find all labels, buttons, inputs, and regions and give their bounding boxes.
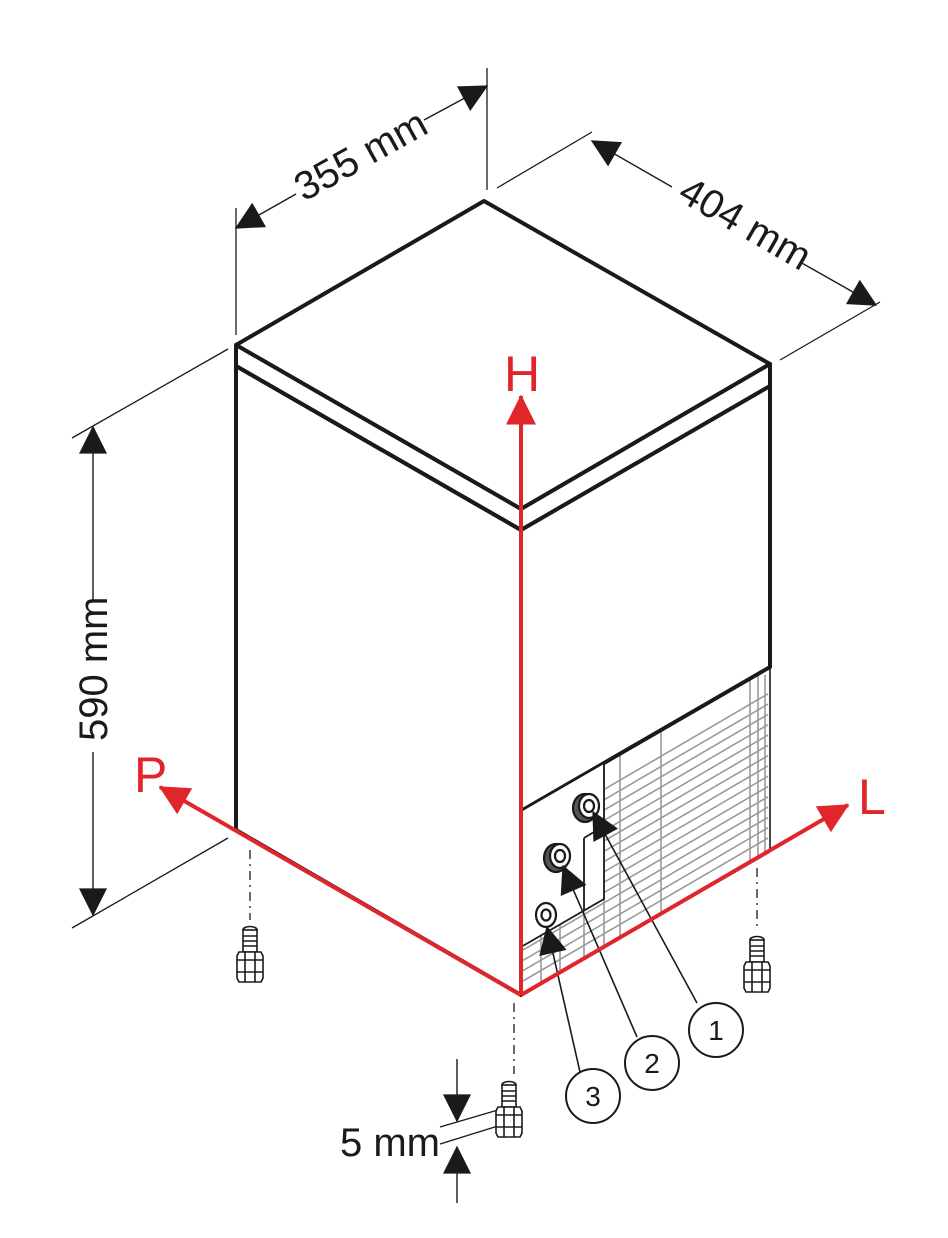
width-dim-line-b	[423, 85, 489, 121]
width-dim-line-a	[234, 193, 297, 229]
depth-dimension-label: 404 mm	[672, 169, 819, 279]
width-dimension-label: 355 mm	[287, 101, 435, 210]
axis-l-line	[519, 803, 850, 997]
callout-1-label: 1	[708, 1015, 724, 1046]
axis-p-label: P	[134, 747, 167, 803]
axis-p-line	[158, 785, 522, 997]
callout-leaders	[539, 810, 698, 1073]
water-connector-icon	[534, 792, 601, 929]
cabinet-body	[234, 199, 772, 997]
foot-center-lines	[249, 850, 758, 1074]
callout-circles	[565, 1002, 744, 1124]
connector-3	[534, 901, 558, 929]
depth-dim-line-b	[799, 261, 878, 306]
callout-3-label: 3	[585, 1081, 601, 1112]
depth-dim-line-a	[590, 140, 673, 188]
foot-dimension-label: 5 mm	[340, 1121, 440, 1165]
callout-2-label: 2	[644, 1048, 660, 1079]
axis-h-label: H	[504, 346, 540, 402]
adjustable-foot-icon	[236, 925, 771, 1138]
dimension-lines	[79, 85, 878, 1203]
connector-1	[571, 792, 601, 824]
height-dimension-label: 590 mm	[72, 597, 116, 742]
axis-arrows	[158, 394, 850, 997]
connector-2	[542, 842, 572, 874]
axis-l-label: L	[858, 769, 886, 825]
